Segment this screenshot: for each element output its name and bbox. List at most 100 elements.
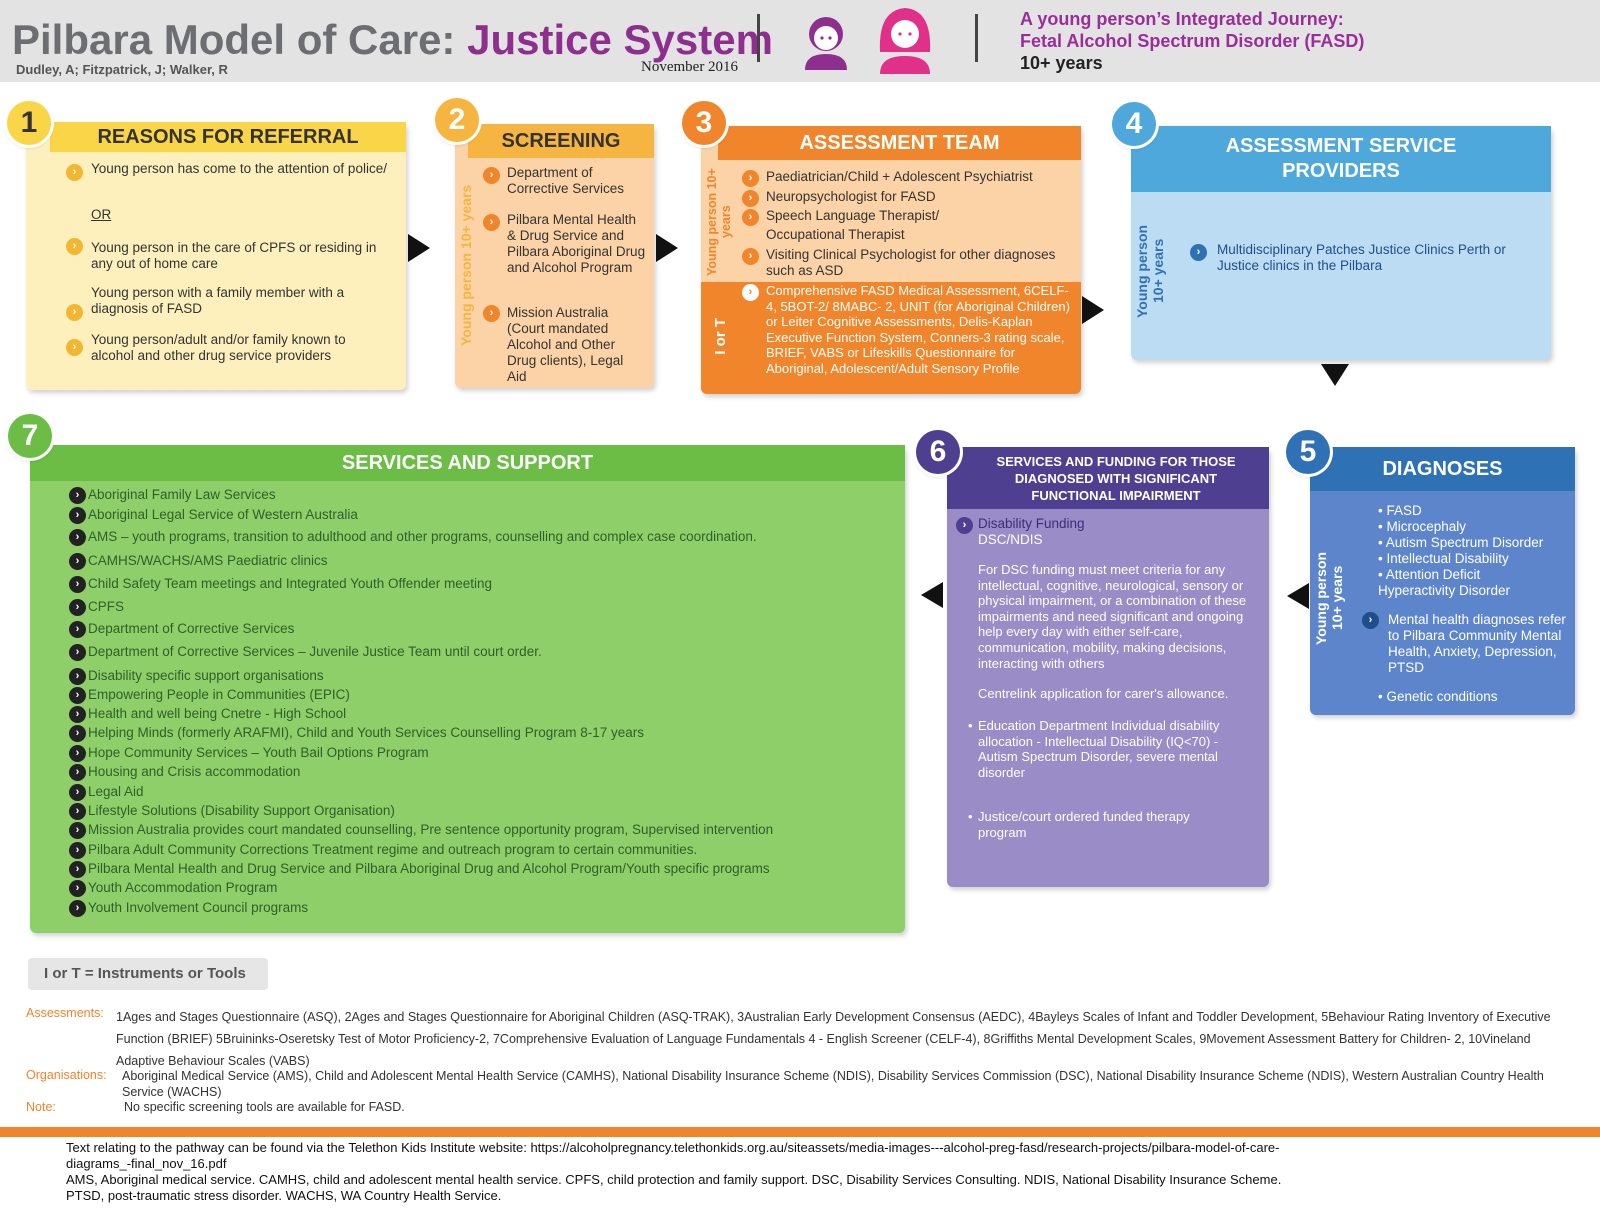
- step3-title: ASSESSMENT TEAM: [718, 126, 1081, 160]
- list-item: OR: [91, 207, 112, 222]
- list-item: Neuropsychologist for FASD: [766, 189, 936, 204]
- step7-box: [30, 445, 905, 933]
- step1-box: [26, 122, 406, 390]
- journey-title: A young person’s Integrated Journey: Fet…: [1020, 8, 1364, 74]
- list-item: Young person has come to the attention o…: [91, 161, 387, 176]
- list-item: FASD: [1386, 503, 1422, 518]
- list-item: Department of Corrective Services: [88, 621, 295, 636]
- authors: Dudley, A; Fitzpatrick, J; Walker, R: [16, 62, 228, 77]
- step4-title: ASSESSMENT SERVICE PROVIDERS: [1131, 126, 1551, 192]
- funding-label: Disability Funding: [978, 516, 1085, 531]
- footnote-assessments: Assessments: 1Ages and Stages Questionna…: [26, 1006, 1576, 1068]
- list-item: Occupational Therapist: [766, 227, 905, 242]
- list-item: Mission Australia (Court mandated Alcoho…: [507, 305, 624, 384]
- list-item: Youth Involvement Council programs: [88, 900, 309, 915]
- footnote-note: Note: No specific screening tools are av…: [26, 1100, 1576, 1114]
- journey-line-1: A young person’s Integrated Journey:: [1020, 9, 1344, 29]
- list-item: Helping Minds (formerly ARAFMI), Child a…: [88, 725, 644, 740]
- step6-title: SERVICES AND FUNDING FOR THOSE DIAGNOSED…: [947, 447, 1269, 509]
- step2-side-label: Young person 10+ years: [458, 184, 474, 346]
- list-item: Mission Australia provides court mandate…: [88, 822, 774, 837]
- step6-badge: 6: [916, 430, 960, 474]
- justice-text: Justice/court ordered funded therapy pro…: [978, 809, 1190, 840]
- step3-badge: 3: [682, 101, 726, 145]
- arrow-4-to-5: [1321, 364, 1349, 386]
- education-text: Education Department Individual disabili…: [978, 718, 1220, 780]
- list-item: Intellectual Disability: [1386, 551, 1509, 566]
- list-item: Multidisciplinary Patches Justice Clinic…: [1217, 242, 1506, 273]
- list-item: Aboriginal Family Law Services: [88, 487, 276, 502]
- list-item: Pilbara Adult Community Corrections Trea…: [88, 842, 698, 857]
- girl-icon: [872, 2, 938, 79]
- step5-side-label: Young person 10+ years: [1313, 551, 1345, 645]
- footnote-text: 1Ages and Stages Questionnaire (ASQ), 2A…: [116, 1010, 1551, 1068]
- header-divider: [757, 14, 760, 62]
- arrow-5-to-6: [1287, 583, 1309, 609]
- step3-tools-label: I or T: [712, 318, 729, 355]
- list-item: Genetic conditions: [1386, 689, 1498, 704]
- list-item: Speech Language Therapist/: [766, 208, 940, 223]
- step2-title: SCREENING: [468, 124, 654, 158]
- caption-line-1: Text relating to the pathway can be foun…: [66, 1140, 1280, 1171]
- step3-side-label: Young person 10+ years: [705, 168, 733, 276]
- arrow-1-to-2: [408, 234, 430, 262]
- legend: I or T = Instruments or Tools: [28, 958, 268, 990]
- list-item: Mental health diagnoses refer to Pilbara…: [1388, 612, 1566, 675]
- arrow-6-to-7: [921, 582, 943, 608]
- list-item: Department of Corrective Services – Juve…: [88, 644, 542, 659]
- header-bar: [0, 0, 1600, 82]
- caption-line-2: AMS, Aboriginal medical service. CAMHS, …: [66, 1172, 1282, 1203]
- step1-badge: 1: [7, 101, 51, 145]
- step6-box: [947, 447, 1269, 887]
- list-item: Attention Deficit Hyperactivity Disorder: [1378, 567, 1511, 598]
- list-item: CAMHS/WACHS/AMS Paediatric clinics: [88, 553, 328, 568]
- arrow-2-to-3: [656, 234, 678, 262]
- funding-sub: DSC/NDIS: [978, 532, 1043, 547]
- step3-tools-panel: [701, 282, 1081, 394]
- list-item: Disability specific support organisation…: [88, 668, 324, 683]
- list-item: Health and well being Cnetre - High Scho…: [88, 706, 347, 721]
- step5-box: [1310, 447, 1575, 715]
- footnote-organisations: Organisations: Aboriginal Medical Servic…: [26, 1068, 1576, 1099]
- list-item: Pilbara Mental Health & Drug Service and…: [507, 212, 646, 275]
- list-item: Legal Aid: [88, 784, 144, 799]
- arrow-3-to-4: [1082, 296, 1104, 324]
- list-item: Youth Accommodation Program: [88, 880, 278, 895]
- list-item: Aboriginal Legal Service of Western Aust…: [88, 507, 358, 522]
- page-title: Pilbara Model of Care: Justice System: [12, 16, 773, 64]
- list-item: Young person with a family member with a…: [91, 285, 345, 316]
- step5-title: DIAGNOSES: [1310, 447, 1575, 491]
- journey-line-3: 10+ years: [1020, 53, 1103, 73]
- step4-title-line-1: ASSESSMENT SERVICE: [1225, 135, 1457, 157]
- list-item: Housing and Crisis accommodation: [88, 764, 301, 779]
- step7-badge: 7: [8, 414, 52, 458]
- footnote-text: Aboriginal Medical Service (AMS), Child …: [122, 1069, 1544, 1099]
- list-item: Department of Corrective Services: [507, 165, 625, 196]
- list-item: CPFS: [88, 599, 125, 614]
- step5-badge: 5: [1286, 430, 1330, 474]
- list-item: Empowering People in Communities (EPIC): [88, 687, 350, 702]
- footnote-label: Note:: [26, 1100, 56, 1114]
- step4-badge: 4: [1112, 102, 1156, 146]
- footnote-text: No specific screening tools are availabl…: [124, 1100, 405, 1114]
- list-item: Pilbara Mental Health and Drug Service a…: [88, 861, 770, 876]
- step2-badge: 2: [435, 98, 479, 142]
- list-item: AMS – youth programs, transition to adul…: [88, 529, 757, 544]
- header-divider-2: [975, 14, 978, 62]
- list-item: Hope Community Services – Youth Bail Opt…: [88, 745, 429, 760]
- list-item: Young person in the care of CPFS or resi…: [91, 240, 377, 271]
- step4-side-label: Young person 10+ years: [1134, 224, 1166, 318]
- step4-title-line-2: PROVIDERS: [1282, 160, 1400, 182]
- date: November 2016: [641, 59, 739, 75]
- list-item: Autism Spectrum Disorder: [1385, 535, 1544, 550]
- footnote-label: Organisations:: [26, 1068, 107, 1082]
- step7-title: SERVICES AND SUPPORT: [30, 445, 905, 481]
- list-item: Visiting Clinical Psychologist for other…: [766, 247, 1056, 278]
- title-accent: Justice System: [467, 16, 773, 63]
- journey-line-2: Fetal Alcohol Spectrum Disorder (FASD): [1020, 31, 1365, 51]
- title-plain: Pilbara Model of Care:: [12, 16, 468, 63]
- list-item: Lifestyle Solutions (Disability Support …: [88, 803, 395, 818]
- list-item: Microcephaly: [1386, 519, 1467, 534]
- dsc-criteria: For DSC funding must meet criteria for a…: [978, 562, 1247, 671]
- centrelink-text: Centrelink application for carer's allow…: [978, 686, 1229, 701]
